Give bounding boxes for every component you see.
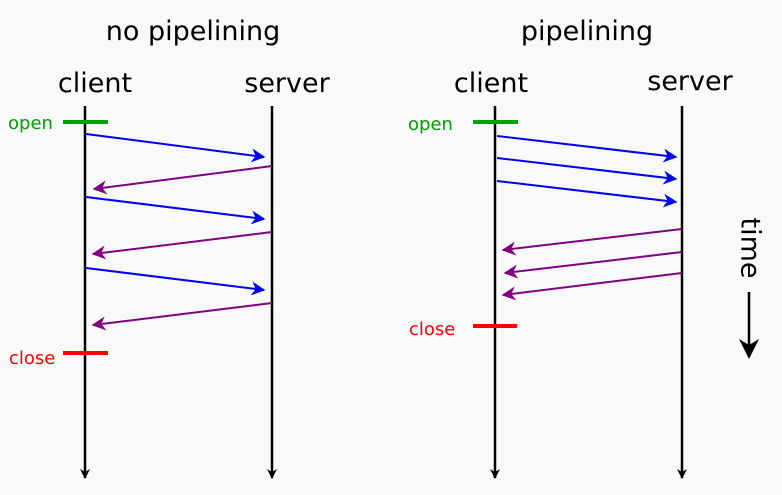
no-pipelining-title: no pipelining: [106, 16, 280, 47]
time-axis: time: [735, 217, 766, 359]
left-response-arrow: [91, 231, 273, 260]
pipelining-title: pipelining: [521, 16, 653, 47]
left-response-arrow: [92, 165, 273, 195]
right-response-arrow: [501, 272, 683, 301]
pipelining-panel: pipelining client server open close: [408, 16, 734, 479]
time-label: time: [735, 217, 766, 278]
left-open-label: open: [8, 113, 53, 134]
left-server-label: server: [244, 68, 330, 99]
right-close-label: close: [409, 319, 455, 340]
left-request-arrow: [85, 267, 266, 296]
right-request-arrow: [496, 135, 678, 163]
right-response-arrow: [501, 228, 683, 256]
right-request-arrow: [496, 157, 678, 185]
left-close-label: close: [9, 348, 55, 369]
left-request-arrow: [85, 133, 266, 163]
left-response-arrow: [91, 302, 273, 331]
right-open-label: open: [408, 114, 453, 135]
right-request-arrow: [496, 180, 678, 208]
left-request-arrow: [85, 196, 266, 225]
right-server-label: server: [647, 66, 733, 97]
right-client-label: client: [454, 68, 528, 99]
no-pipelining-panel: no pipelining client server open close: [8, 16, 331, 479]
right-response-arrow: [503, 251, 683, 279]
left-client-label: client: [58, 68, 132, 99]
